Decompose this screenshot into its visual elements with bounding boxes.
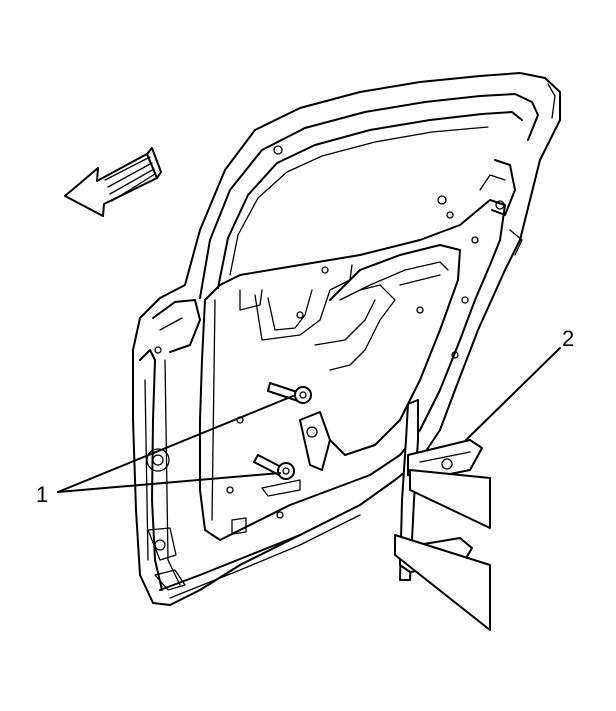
callout-label-1: 1 bbox=[36, 482, 48, 507]
regulator-bolt-lower bbox=[253, 454, 301, 497]
callout-label-2: 2 bbox=[562, 326, 574, 351]
inner-door-panel bbox=[199, 159, 523, 541]
regulator-mount-bracket bbox=[299, 411, 331, 471]
window-regulator bbox=[394, 399, 491, 631]
callout-leader-lines bbox=[57, 347, 561, 493]
regulator-bolt-upper bbox=[267, 382, 312, 404]
forward-arrow-icon bbox=[64, 147, 162, 217]
door-shell bbox=[132, 72, 561, 606]
